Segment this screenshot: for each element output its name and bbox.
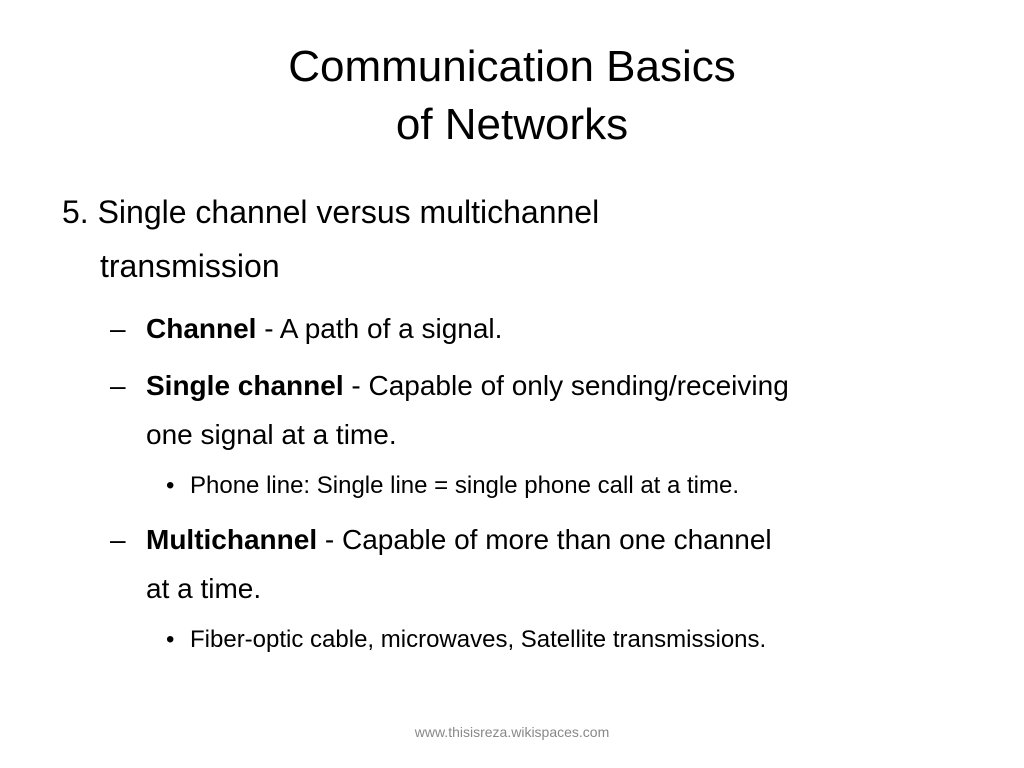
dash-marker: – <box>110 370 126 401</box>
item-multichannel-line-1: Multichannel - Capable of more than one … <box>146 523 772 557</box>
dash-marker: – <box>110 313 126 344</box>
heading-line-1: 5. Single channel versus multichannel <box>62 194 600 230</box>
term-multichannel: Multichannel <box>146 524 318 555</box>
item-multichannel-text-1: - Capable of more than one channel <box>317 524 772 555</box>
term-single-channel: Single channel <box>146 370 344 401</box>
item-multichannel-line-2: at a time. <box>146 573 262 604</box>
term-channel: Channel <box>146 313 257 344</box>
sub-item-fiber-text: Fiber-optic cable, microwaves, Satellite… <box>190 626 767 653</box>
bullet-marker: • <box>166 472 175 499</box>
item-single-channel-line-2: one signal at a time. <box>146 419 397 450</box>
item-channel-line: Channel - A path of a signal. <box>146 312 502 346</box>
item-single-channel-line-1: Single channel - Capable of only sending… <box>146 369 789 403</box>
footer-url: www.thisisreza.wikispaces.com <box>414 724 610 740</box>
title-line-2: of Networks <box>395 100 629 149</box>
bullet-marker: • <box>166 626 175 653</box>
item-single-channel-text-1: - Capable of only sending/receiving <box>343 370 789 401</box>
sub-item-phone-line-text: Phone line: Single line = single phone c… <box>190 472 740 499</box>
heading-line-2: transmission <box>100 248 280 284</box>
dash-marker: – <box>110 524 126 555</box>
title-line-1: Communication Basics <box>288 42 736 91</box>
slide-title: Communication Basics of Networks <box>112 38 912 154</box>
item-channel-text: - A path of a signal. <box>256 313 503 344</box>
